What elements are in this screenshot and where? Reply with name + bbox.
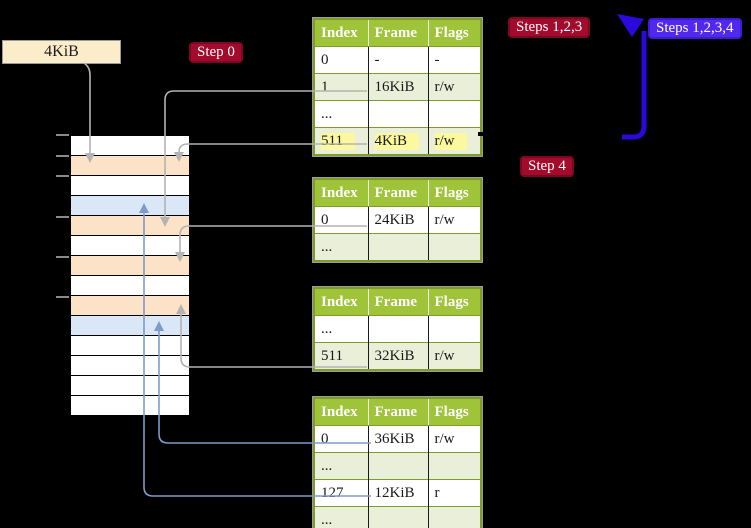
memory-row-white [71,396,189,415]
column-header-flags: Flags [428,19,481,47]
table-row: 0 - - [314,46,481,74]
page-table-3: Index Frame Flags ... 511 32KiB r/w [312,286,483,372]
memory-row-peach [71,156,189,176]
tlb-arrowhead [617,14,644,37]
table-row: 1 16KiB r/w [314,73,481,101]
memory-row-blue [71,316,189,336]
table-row: ... [314,100,481,128]
table-row: ... [314,452,481,480]
table-row-highlighted: 511 4KiB r/w [314,127,481,155]
column-header-frame: Frame [368,19,429,47]
memory-tick [56,175,69,177]
table-row: 511 32KiB r/w [314,342,481,370]
column-header-index: Index [314,398,369,426]
memory-tick [56,216,69,218]
memory-row-blue [71,196,189,216]
memory-tick [56,256,69,258]
page-size-label: 4KiB [2,40,121,64]
table-row: ... [314,233,481,261]
highlight: 4KiB [374,132,420,150]
steps1234-badge: Steps 1,2,3,4 [648,18,742,39]
column-header-flags: Flags [428,288,481,316]
memory-tick [56,296,69,298]
column-header-frame: Frame [368,398,429,426]
column-header-frame: Frame [368,179,429,207]
highlight: 511 [321,132,355,150]
tlb-shortcut-arrow [622,31,647,140]
page-table-2: Index Frame Flags 0 24KiB r/w ... [312,177,483,263]
page-table-1: Index Frame Flags 0 - - 1 16KiB r/w ... … [312,17,483,157]
memory-row-white [71,276,189,296]
page-table-4: Index Frame Flags 0 36KiB r/w ... 127 12… [312,396,483,528]
highlight: r/w [434,132,467,150]
table-row: 0 36KiB r/w [314,425,481,453]
table-row: 0 24KiB r/w [314,206,481,234]
table-header-row: Index Frame Flags [314,398,481,426]
table-header-row: Index Frame Flags [314,19,481,47]
memory-row-white [71,176,189,196]
table-row: ... [314,315,481,343]
column-header-index: Index [314,288,369,316]
memory-column [70,135,190,416]
column-header-flags: Flags [428,398,481,426]
memory-tick [56,134,69,136]
table-row: 127 12KiB r [314,479,481,507]
memory-row-peach [71,216,189,236]
column-header-index: Index [314,179,369,207]
memory-row-white [71,336,189,356]
table-header-row: Index Frame Flags [314,179,481,207]
memory-row-white [71,236,189,256]
column-header-frame: Frame [368,288,429,316]
table-header-row: Index Frame Flags [314,288,481,316]
step0-badge: Step 0 [189,42,243,63]
memory-tick [56,155,69,157]
memory-row-peach [71,256,189,276]
memory-row-white [71,136,189,156]
memory-row-peach [71,296,189,316]
memory-row-white [71,376,189,396]
steps123-badge: Steps 1,2,3 [508,17,591,38]
step4-badge: Step 4 [520,156,574,177]
table-row: ... [314,506,481,528]
column-header-index: Index [314,19,369,47]
column-header-flags: Flags [428,179,481,207]
memory-row-white [71,356,189,376]
